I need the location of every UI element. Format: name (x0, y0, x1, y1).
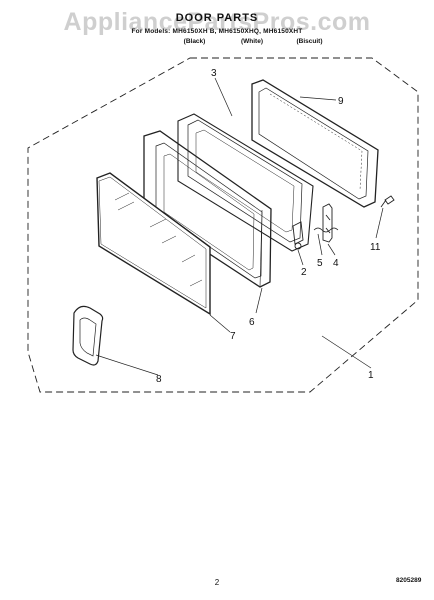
part-9-door-seal (251, 79, 379, 208)
leader-lines (95, 77, 384, 376)
callout-2: 2 (301, 267, 307, 278)
variant-white: (White) (240, 38, 264, 45)
model-variants: (Black) (White) (Biscuit) (172, 38, 332, 45)
model-numbers: For Models: MH6150XH B, MH6150XHQ, MH615… (131, 28, 303, 35)
variant-black: (Black) (183, 38, 206, 45)
part-2-latch-lever (292, 221, 304, 250)
part-5-spring (313, 227, 339, 233)
callout-3: 3 (211, 68, 217, 79)
callout-11: 11 (370, 242, 381, 253)
watermark: AppliancePartsPros.com (63, 8, 371, 36)
callout-5: 5 (317, 258, 323, 269)
part-11-screw (380, 195, 395, 208)
callout-8: 8 (156, 374, 162, 385)
diagram-title: DOOR PARTS (175, 12, 259, 24)
variant-biscuit: (Biscuit) (296, 38, 323, 45)
callout-4: 4 (333, 258, 339, 269)
part-4-latch-hook (322, 203, 333, 243)
assembly-boundary (27, 57, 419, 393)
callout-7: 7 (230, 331, 236, 342)
callout-9: 9 (338, 96, 344, 107)
callout-1: 1 (368, 370, 374, 381)
document-code: 8205289 (396, 577, 422, 584)
part-7-glass-panel (96, 172, 211, 316)
page-number: 2 (214, 578, 220, 587)
part-8-door-handle (72, 305, 104, 366)
callout-6: 6 (249, 317, 255, 328)
part-3-inner-frame (177, 113, 314, 252)
